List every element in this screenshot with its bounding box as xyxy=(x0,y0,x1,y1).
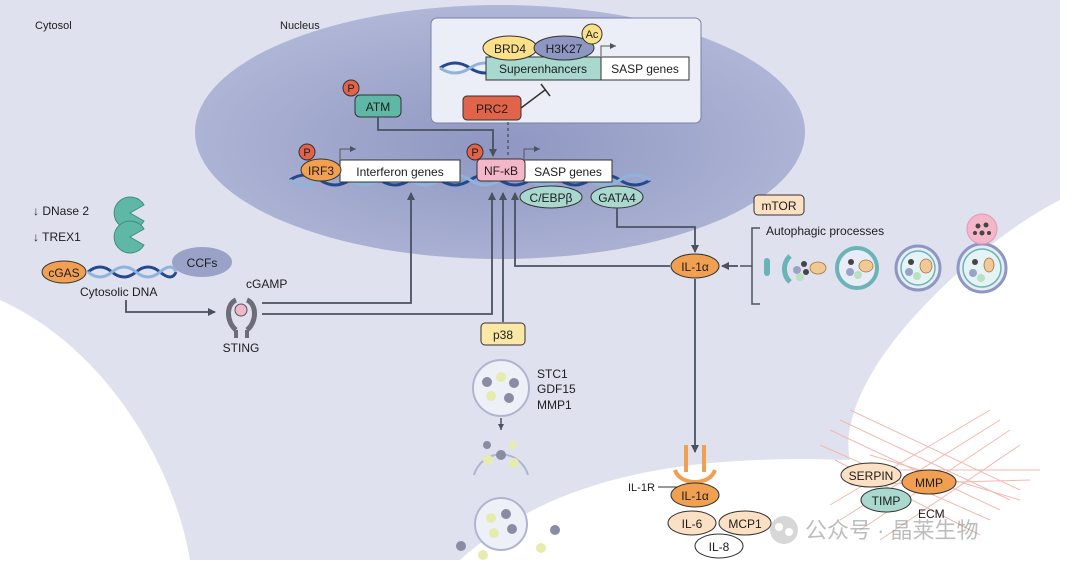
mcp1-protein xyxy=(718,510,772,536)
irf3-phospho-label: P xyxy=(303,147,310,159)
atm-to-nfkb-arrow xyxy=(377,117,497,157)
nucleus-label: Nucleus xyxy=(280,20,320,32)
mmp1-label: MMP1 xyxy=(537,398,572,412)
cytosolic-dna-label: Cytosolic DNA xyxy=(80,285,157,299)
cgas-label: cGAS xyxy=(48,266,79,280)
prc2-inhibition-line xyxy=(520,83,551,109)
sting-to-nfkb-arrow xyxy=(262,192,496,315)
autophagy-vesicles xyxy=(764,213,1008,294)
irf3-phospho xyxy=(298,143,316,161)
serpin-protein xyxy=(840,462,902,488)
vesicle-fusing xyxy=(473,441,529,476)
irf3-protein xyxy=(300,158,342,182)
il6-protein xyxy=(667,510,717,536)
cebpb-label: C/EBPβ xyxy=(530,191,573,205)
transcription-arrow-sasp xyxy=(523,146,540,159)
nfkb-label: NF-κB xyxy=(484,164,518,178)
sasp-genes-box-top xyxy=(600,56,690,81)
secretory-vesicle xyxy=(472,359,530,417)
superenhancers-label: Superenhancers xyxy=(499,62,587,76)
nfkb-protein xyxy=(476,158,526,182)
timp-protein xyxy=(860,487,912,513)
watermark: 公众号 · 晶莱生物 xyxy=(770,516,979,544)
p38-protein xyxy=(480,322,526,346)
mmp-label: MMP xyxy=(915,476,943,490)
il1a-to-nfkb-arrow xyxy=(511,192,670,267)
il1r-receptor xyxy=(673,445,717,484)
nfkb-phospho-label: P xyxy=(471,147,478,159)
il8-label: IL-8 xyxy=(709,540,730,554)
autophagy-bracket xyxy=(740,227,760,305)
prc2-label: PRC2 xyxy=(476,102,508,116)
cgas-to-sting-arrow xyxy=(125,300,216,316)
trex1-icon xyxy=(113,220,145,254)
cytosolic-dna-helix xyxy=(87,265,178,279)
ccfs-label: CCFs xyxy=(187,256,218,270)
sasp-genes-label-top: SASP genes xyxy=(611,62,679,76)
gata4-label: GATA4 xyxy=(598,191,636,205)
cebpb-protein xyxy=(519,185,583,209)
il8-protein xyxy=(694,533,744,559)
interferon-genes-label: Interferon genes xyxy=(356,165,443,179)
atm-phospho-label: P xyxy=(347,83,354,95)
il1a-label: IL-1α xyxy=(681,260,709,274)
cgas-protein xyxy=(41,260,87,284)
transcription-arrow-top xyxy=(600,43,616,56)
atm-phospho xyxy=(342,79,360,97)
mcp1-label: MCP1 xyxy=(728,517,762,531)
stc1-label: STC1 xyxy=(537,367,568,381)
autophagic-processes-label: Autophagic processes xyxy=(766,224,884,238)
il1a-extracellular-label: IL-1α xyxy=(681,489,709,503)
transcription-arrow-ifn xyxy=(339,146,356,159)
timp-label: TIMP xyxy=(872,494,901,508)
trex1-label: ↓ TREX1 xyxy=(33,230,81,244)
atm-label: ATM xyxy=(366,100,390,114)
watermark-text: 公众号 · 晶莱生物 xyxy=(805,518,979,543)
sasp-genes-label-main: SASP genes xyxy=(534,165,602,179)
cytosol-label: Cytosol xyxy=(35,20,72,32)
il1a-protein xyxy=(670,253,720,279)
brd4-label: BRD4 xyxy=(494,42,526,56)
sting-receptor xyxy=(226,297,257,338)
serpin-label: SERPIN xyxy=(849,469,894,483)
gata4-to-il1a-arrow xyxy=(616,208,699,253)
sting-label: STING xyxy=(223,341,260,355)
p38-label: p38 xyxy=(493,328,513,342)
dnase2-label: ↓ DNase 2 xyxy=(33,204,89,218)
h3k27-label: H3K27 xyxy=(546,42,583,56)
nfkb-phospho xyxy=(466,143,484,161)
ccfs-blob xyxy=(172,247,232,277)
mmp-protein xyxy=(901,469,957,495)
cgamp-label: cGAMP xyxy=(246,277,287,291)
released-vesicle xyxy=(456,497,560,560)
il6-label: IL-6 xyxy=(682,517,703,531)
mtor-protein xyxy=(753,194,805,216)
acetyl-mark xyxy=(581,23,603,45)
il1r-label: IL-1R xyxy=(628,482,655,494)
irf3-label: IRF3 xyxy=(308,164,334,178)
ecm-label: ECM xyxy=(918,507,945,521)
gdf15-label: GDF15 xyxy=(537,382,576,396)
sting-to-interferon-arrow xyxy=(262,192,415,304)
il1a-extracellular xyxy=(670,482,720,508)
acetyl-label: Ac xyxy=(586,29,599,41)
h3k27-protein xyxy=(533,35,595,61)
mtor-label: mTOR xyxy=(761,199,796,213)
